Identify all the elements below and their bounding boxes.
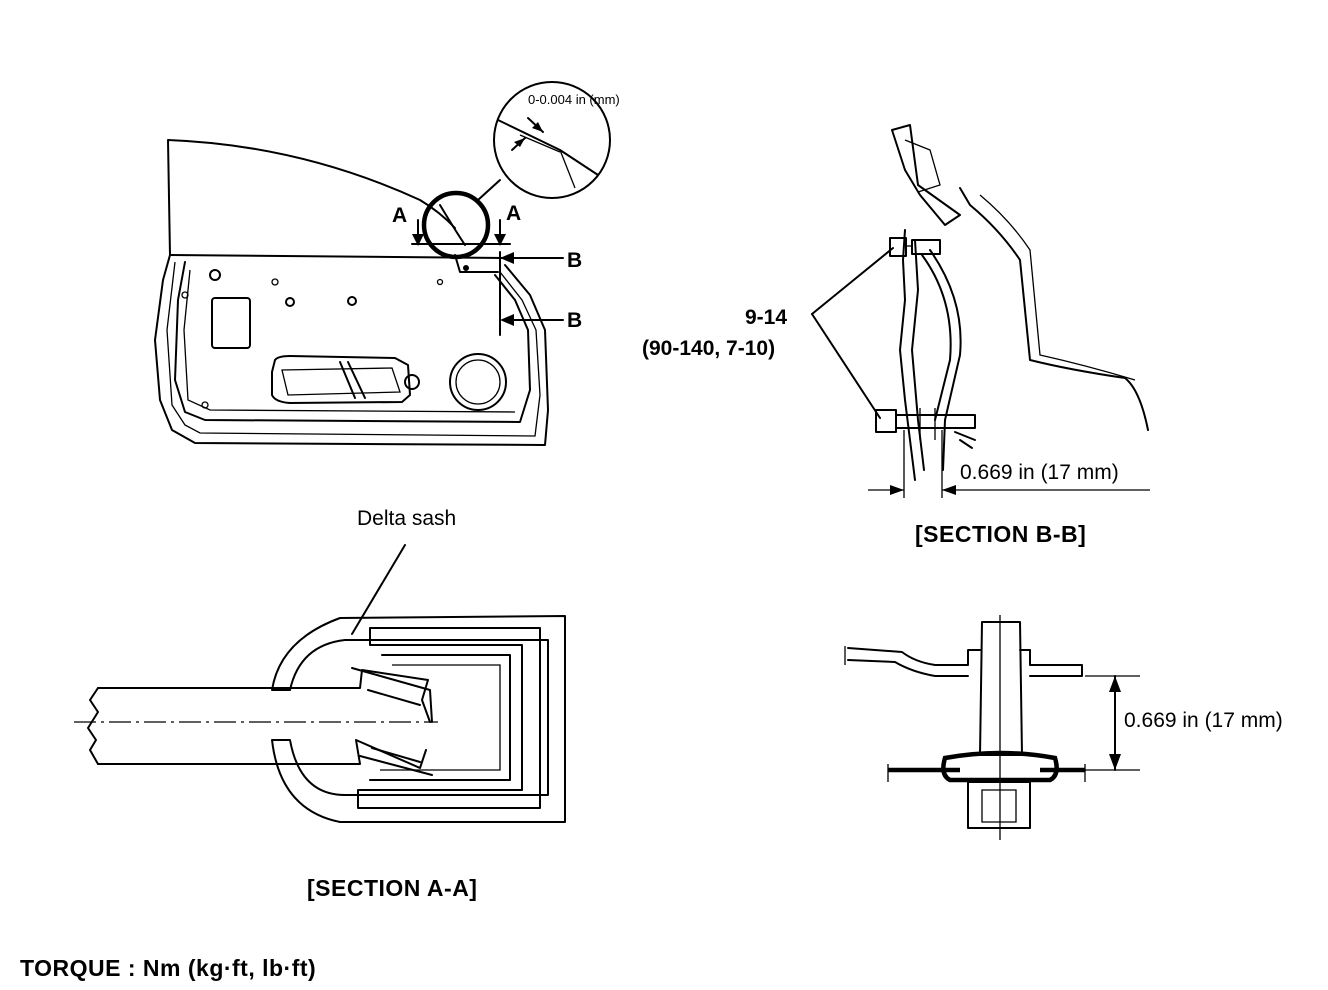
door-speaker-opening (449, 353, 507, 411)
torque-range-label: 9-14 (745, 306, 788, 329)
torque-alt-label: (90-140, 7-10) (642, 337, 776, 360)
door-service-hole (211, 297, 251, 349)
outer-trim (959, 187, 1149, 431)
section-a-arrow-left-label: A (392, 204, 408, 227)
section-a-arrow-right-label: A (506, 202, 522, 225)
detail-circle (421, 190, 491, 260)
door-outer-panel (154, 254, 549, 446)
offset-bolt-label: 0.669 in (17 mm) (1124, 709, 1283, 732)
section-a-a (74, 544, 566, 823)
detail-tolerance-label: 0-0.004 in (mm) (528, 92, 620, 107)
bolt-b (875, 409, 897, 433)
section-b-arrow-top-label: B (567, 249, 583, 272)
section-b-b (811, 124, 1150, 498)
inner-panel-b (899, 229, 916, 481)
door-handle-recess (271, 355, 411, 404)
door-assembly (154, 81, 611, 446)
delta-sash (271, 615, 566, 823)
door-window-glass (167, 139, 456, 256)
stud (979, 621, 1023, 756)
torque-units-label: TORQUE : Nm (kg·ft, lb·ft) (20, 955, 317, 981)
glass-edge (97, 669, 431, 723)
section-b-title: [SECTION B-B] (915, 521, 1087, 547)
offset-b-label: 0.669 in (17 mm) (960, 461, 1119, 484)
section-b-arrow-bottom-label: B (567, 309, 583, 332)
detail-magnified (493, 81, 611, 199)
nut (967, 781, 1031, 829)
delta-sash-label: Delta sash (357, 507, 457, 530)
section-a-title: [SECTION A-A] (307, 875, 478, 901)
door-inner-panel (174, 261, 531, 423)
bolt-detail (844, 615, 1140, 840)
